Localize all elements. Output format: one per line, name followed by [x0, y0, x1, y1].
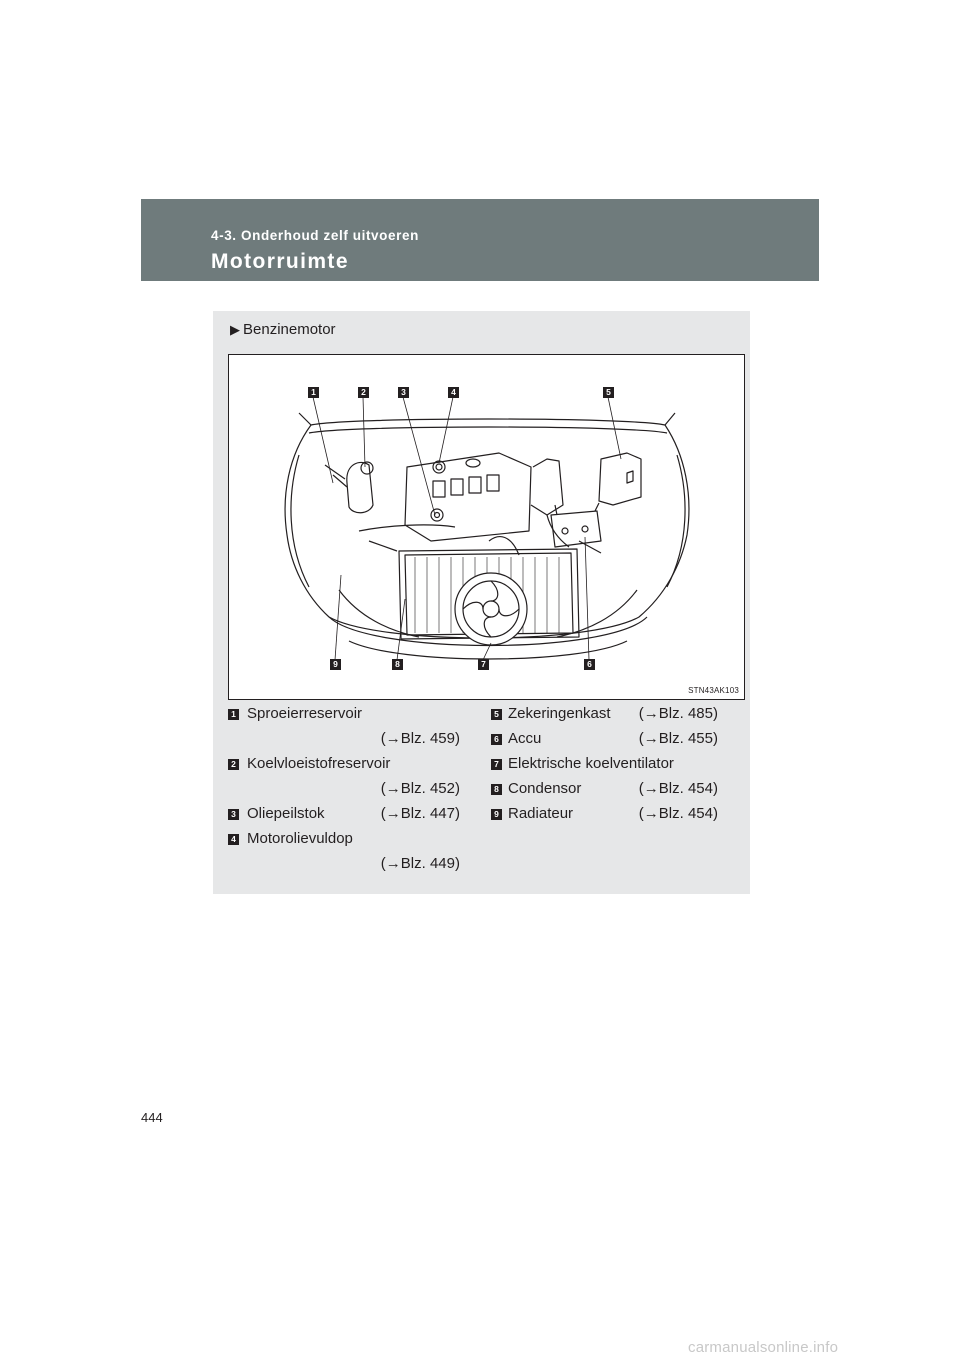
page-title: Motorruimte	[211, 250, 349, 273]
callout-marker-4: 4	[448, 387, 459, 398]
engine-bay-drawing	[284, 396, 690, 661]
legend-label: Oliepeilstok	[247, 805, 325, 822]
legend-label: Motorolievuldop	[247, 830, 353, 847]
legend-number-box: 1	[228, 709, 239, 720]
callout-marker-9: 9	[330, 659, 341, 670]
legend-label: Zekeringenkast	[508, 705, 611, 722]
legend-item-1: 1 Sproeierreservoir (→Blz. 459)	[228, 705, 460, 747]
callout-marker-2: 2	[358, 387, 369, 398]
legend-item-9: 9 Radiateur (→Blz. 454)	[491, 805, 718, 825]
legend-number-box: 5	[491, 709, 502, 720]
watermark: carmanualsonline.info	[688, 1339, 839, 1356]
callout-marker-3: 3	[398, 387, 409, 398]
content-panel: ▶Benzinemotor	[213, 311, 750, 894]
engine-bay-illustration: 1 2 3 4 5 9 8 7 6 STN43AK103	[228, 354, 745, 700]
callout-marker-8: 8	[392, 659, 403, 670]
legend-label: Sproeierreservoir	[247, 705, 363, 722]
callout-marker-7: 7	[478, 659, 489, 670]
section-label: 4-3. Onderhoud zelf uitvoeren	[211, 228, 419, 243]
legend-label: Condensor	[508, 780, 582, 797]
legend-page-ref: (→Blz. 452)	[380, 780, 460, 797]
legend-page-ref: (→Blz. 485)	[638, 705, 718, 722]
triangle-bullet-icon: ▶	[230, 322, 240, 337]
legend-number-box: 7	[491, 759, 502, 770]
engine-variant-heading: ▶Benzinemotor	[230, 321, 336, 338]
legend-number-box: 6	[491, 734, 502, 745]
legend-label: Radiateur	[508, 805, 574, 822]
legend-item-4: 4 Motorolievuldop (→Blz. 449)	[228, 830, 460, 872]
legend-page-ref: (→Blz. 449)	[380, 855, 460, 872]
page-number: 444	[141, 1110, 163, 1125]
legend-page-ref: (→Blz. 459)	[380, 730, 460, 747]
callout-marker-6: 6	[584, 659, 595, 670]
legend-item-3: 3 Oliepeilstok (→Blz. 447)	[228, 805, 460, 825]
figure-code: STN43AK103	[688, 686, 739, 695]
legend-number-box: 8	[491, 784, 502, 795]
legend-page-ref: (→Blz. 454)	[638, 780, 718, 797]
legend-item-5: 5 Zekeringenkast (→Blz. 485)	[491, 705, 718, 725]
legend-page-ref: (→Blz. 455)	[638, 730, 718, 747]
legend-item-6: 6 Accu (→Blz. 455)	[491, 730, 718, 750]
legend-page-ref: (→Blz. 447)	[380, 805, 460, 822]
legend-number-box: 4	[228, 834, 239, 845]
callout-marker-5: 5	[603, 387, 614, 398]
legend-label: Accu	[508, 730, 542, 747]
legend-number-box: 2	[228, 759, 239, 770]
legend-item-7: 7 Elektrische koelventilator	[491, 755, 718, 775]
legend-page-ref: (→Blz. 454)	[638, 805, 718, 822]
legend-item-8: 8 Condensor (→Blz. 454)	[491, 780, 718, 800]
legend-label: Elektrische koelventilator	[508, 755, 674, 772]
legend-label: Koelvloeistofreservoir	[247, 755, 391, 772]
section-header: 4-3. Onderhoud zelf uitvoeren Motorruimt…	[141, 199, 819, 281]
callout-marker-1: 1	[308, 387, 319, 398]
legend-number-box: 9	[491, 809, 502, 820]
legend-item-2: 2 Koelvloeistofreservoir (→Blz. 452)	[228, 755, 460, 797]
engine-variant-label: Benzinemotor	[243, 321, 336, 338]
legend-number-box: 3	[228, 809, 239, 820]
